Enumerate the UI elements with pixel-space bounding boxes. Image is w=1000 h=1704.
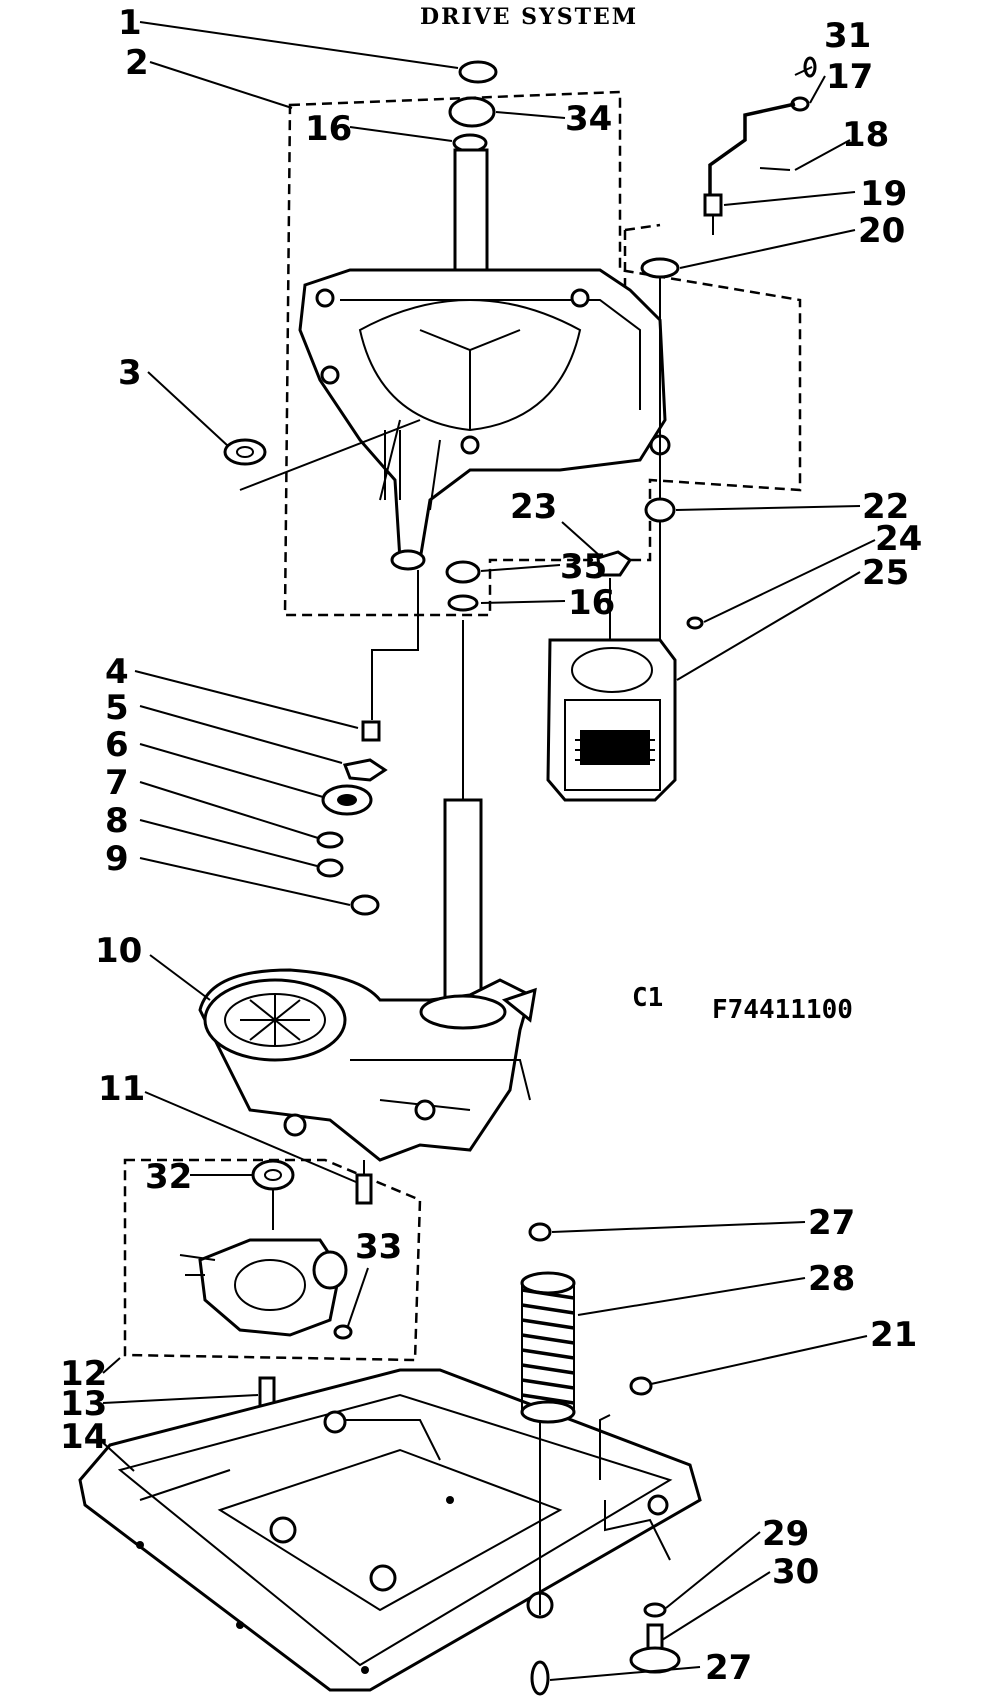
callout-24: 24: [875, 519, 922, 559]
housing-bolt: [460, 435, 480, 455]
callout-32: 32: [145, 1157, 192, 1197]
part-28-spring: [520, 1222, 576, 1696]
base-hole: [323, 1410, 347, 1434]
callout-22: 22: [862, 487, 909, 527]
callout-34: 34: [565, 99, 612, 139]
callout-25: 25: [862, 553, 909, 593]
callout-13: 13: [60, 1384, 107, 1424]
callout-4: 4: [105, 652, 129, 692]
callout-11: 11: [98, 1069, 145, 1109]
callout-27-top: 27: [808, 1203, 855, 1243]
part-8-washer: [316, 858, 344, 878]
group-box-2: [283, 90, 802, 617]
callout-16-lower: 16: [568, 583, 615, 623]
part-pivot-boss: [390, 549, 426, 571]
part-32-nut: [251, 1159, 295, 1191]
callout-27-bottom: 27: [705, 1648, 752, 1688]
part-4-pin: [361, 720, 381, 742]
housing-bolt: [315, 288, 335, 308]
callout-31: 31: [824, 16, 871, 56]
callout-18: 18: [842, 115, 889, 155]
callout-14: 14: [60, 1417, 107, 1457]
callout-9: 9: [105, 839, 129, 879]
part-35-bushing: [445, 560, 481, 584]
callout-3: 3: [118, 353, 142, 393]
part-25-motor: [546, 638, 677, 802]
housing-bolt: [570, 288, 590, 308]
part-23-coupling: [596, 550, 633, 577]
linkage-17-to-22: [640, 56, 817, 640]
leader-lines: [99, 21, 876, 1681]
callout-21: 21: [870, 1315, 917, 1355]
part-33-screw: [333, 1324, 353, 1340]
callout-19: 19: [860, 174, 907, 214]
part-16-washer-lower: [447, 594, 479, 612]
callout-28: 28: [808, 1259, 855, 1299]
part-21-nut: [629, 1376, 653, 1396]
callout-17: 17: [826, 57, 873, 97]
transmission-housing: [239, 268, 671, 562]
callout-8: 8: [105, 801, 129, 841]
callout-23: 23: [510, 487, 557, 527]
part-29-washer: [643, 1602, 667, 1618]
part-22-nut: [644, 497, 676, 523]
part-24-screw: [686, 616, 704, 630]
motor-assembly: [546, 550, 704, 802]
part-1-cap: [458, 60, 498, 84]
leveling-leg-29-30: [599, 1376, 681, 1674]
group-box-20: [623, 223, 661, 295]
callout-5: 5: [105, 688, 129, 728]
callout-16-top: 16: [305, 109, 352, 149]
diagram-title: DRIVE SYSTEM: [420, 4, 638, 30]
callout-12: 12: [60, 1354, 107, 1394]
part-7-washer: [316, 831, 344, 849]
base-hole: [647, 1494, 669, 1516]
callout-29: 29: [762, 1514, 809, 1554]
part-34-bearing: [448, 96, 496, 128]
callout-2: 2: [125, 43, 149, 83]
callout-33: 33: [355, 1227, 402, 1267]
part-14-base: [78, 1368, 702, 1692]
callout-35: 35: [560, 547, 607, 587]
callout-20: 20: [858, 211, 905, 251]
part-27-bottom-bolt: [530, 1660, 550, 1696]
base-hole: [369, 1564, 397, 1592]
gearcase-boss: [414, 1099, 436, 1121]
diagram-code: F74411100: [712, 995, 853, 1025]
callout-30: 30: [772, 1552, 819, 1592]
housing-bolt: [320, 365, 340, 385]
callout-6: 6: [105, 725, 129, 765]
base-hole: [269, 1516, 297, 1544]
part-20-washer: [640, 257, 680, 279]
agitator-hub: [419, 994, 507, 1030]
diagram-code-prefix: C1: [632, 983, 663, 1013]
gearcase-boss: [283, 1113, 307, 1137]
callout-10: 10: [95, 931, 142, 971]
part-18-rod: [708, 102, 796, 195]
part-10-gearcase: [198, 798, 537, 1162]
group-box-12: [123, 1158, 422, 1362]
drive-shaft-lower: [443, 798, 483, 1012]
callout-7: 7: [105, 763, 129, 803]
part-27-top-bolt: [528, 1222, 552, 1242]
part-9-nut: [350, 894, 380, 916]
part-19-bushing: [703, 193, 723, 217]
part-30-foot: [629, 1646, 681, 1674]
part-11-bolt: [355, 1173, 373, 1205]
callout-1: 1: [118, 3, 142, 43]
part-3-washer: [223, 438, 267, 466]
part-5-clip: [342, 758, 388, 782]
part-12-clutch-assembly: [179, 1159, 353, 1340]
parts-4-to-9-stack: [316, 570, 419, 916]
